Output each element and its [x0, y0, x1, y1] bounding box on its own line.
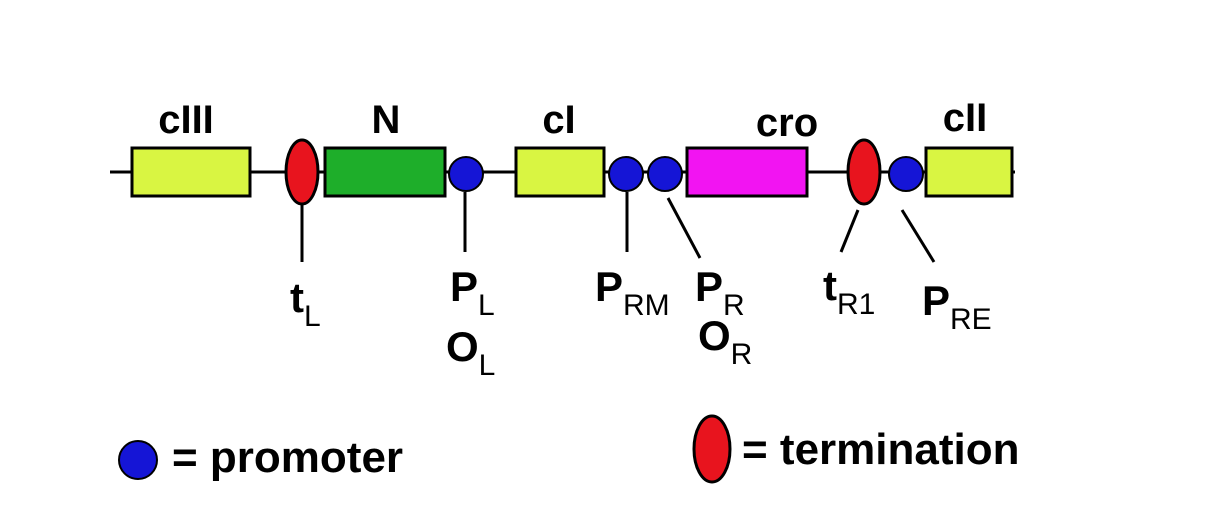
gene-box-n	[323, 146, 447, 198]
site-label-tl: tL	[290, 274, 321, 333]
legend-promoter-label: = promoter	[172, 433, 403, 482]
promoter-pre	[888, 156, 924, 192]
gene-box-ci	[514, 146, 606, 198]
legend-termination-icon	[692, 414, 732, 484]
site-label-ol: OL	[446, 323, 495, 382]
gene-label-ciii: cIII	[158, 98, 214, 142]
terminator-tr1	[846, 138, 882, 206]
terminator-tl	[284, 138, 320, 206]
gene-box-cro	[685, 146, 809, 198]
gene-box-cii	[924, 146, 1014, 198]
gene-box-ciii	[130, 146, 252, 198]
site-label-pre: PRE	[922, 277, 992, 336]
gene-label-n: N	[372, 98, 401, 142]
gene-label-cii: cII	[943, 96, 987, 140]
site-label-prm: PRM	[595, 263, 670, 322]
site-label-pr: PR	[695, 263, 745, 322]
legend-termination-label: = termination	[742, 425, 1020, 474]
site-label-pl: PL	[450, 263, 495, 322]
site-label-tr1: tR1	[823, 262, 875, 321]
pointer-tr1	[839, 209, 860, 253]
pointer-pre	[900, 209, 936, 263]
gene-label-cro: cro	[756, 101, 818, 145]
gene-label-ci: cI	[542, 98, 575, 142]
site-label-or: OR	[698, 312, 752, 371]
promoter-prm	[608, 156, 644, 192]
promoter-pr	[647, 156, 683, 192]
promoter-pl	[448, 156, 484, 192]
legend-promoter-icon	[118, 440, 158, 480]
pointer-pr	[666, 197, 702, 259]
